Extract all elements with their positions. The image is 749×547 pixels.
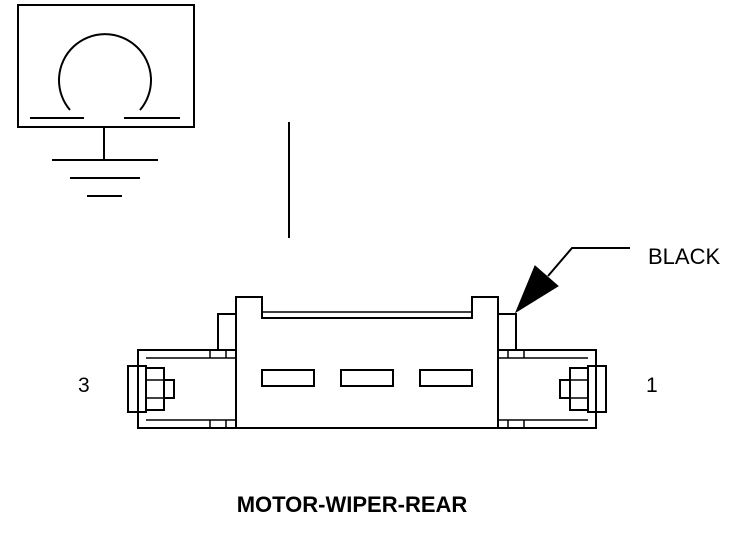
diagram-title: MOTOR-WIPER-REAR — [237, 492, 468, 517]
connector-body — [217, 296, 517, 429]
left-latch — [127, 349, 237, 429]
terminal-slot — [340, 369, 394, 387]
right-latch — [497, 349, 607, 429]
pin-label-left: 3 — [78, 374, 90, 397]
pin-label-right: 1 — [646, 374, 658, 397]
wire-color-label: BLACK — [648, 244, 720, 269]
arrow-icon — [514, 247, 630, 314]
ground-icon — [52, 127, 158, 197]
terminal-slot — [419, 369, 473, 387]
motor-icon — [17, 4, 195, 128]
terminal-slot — [261, 369, 315, 387]
